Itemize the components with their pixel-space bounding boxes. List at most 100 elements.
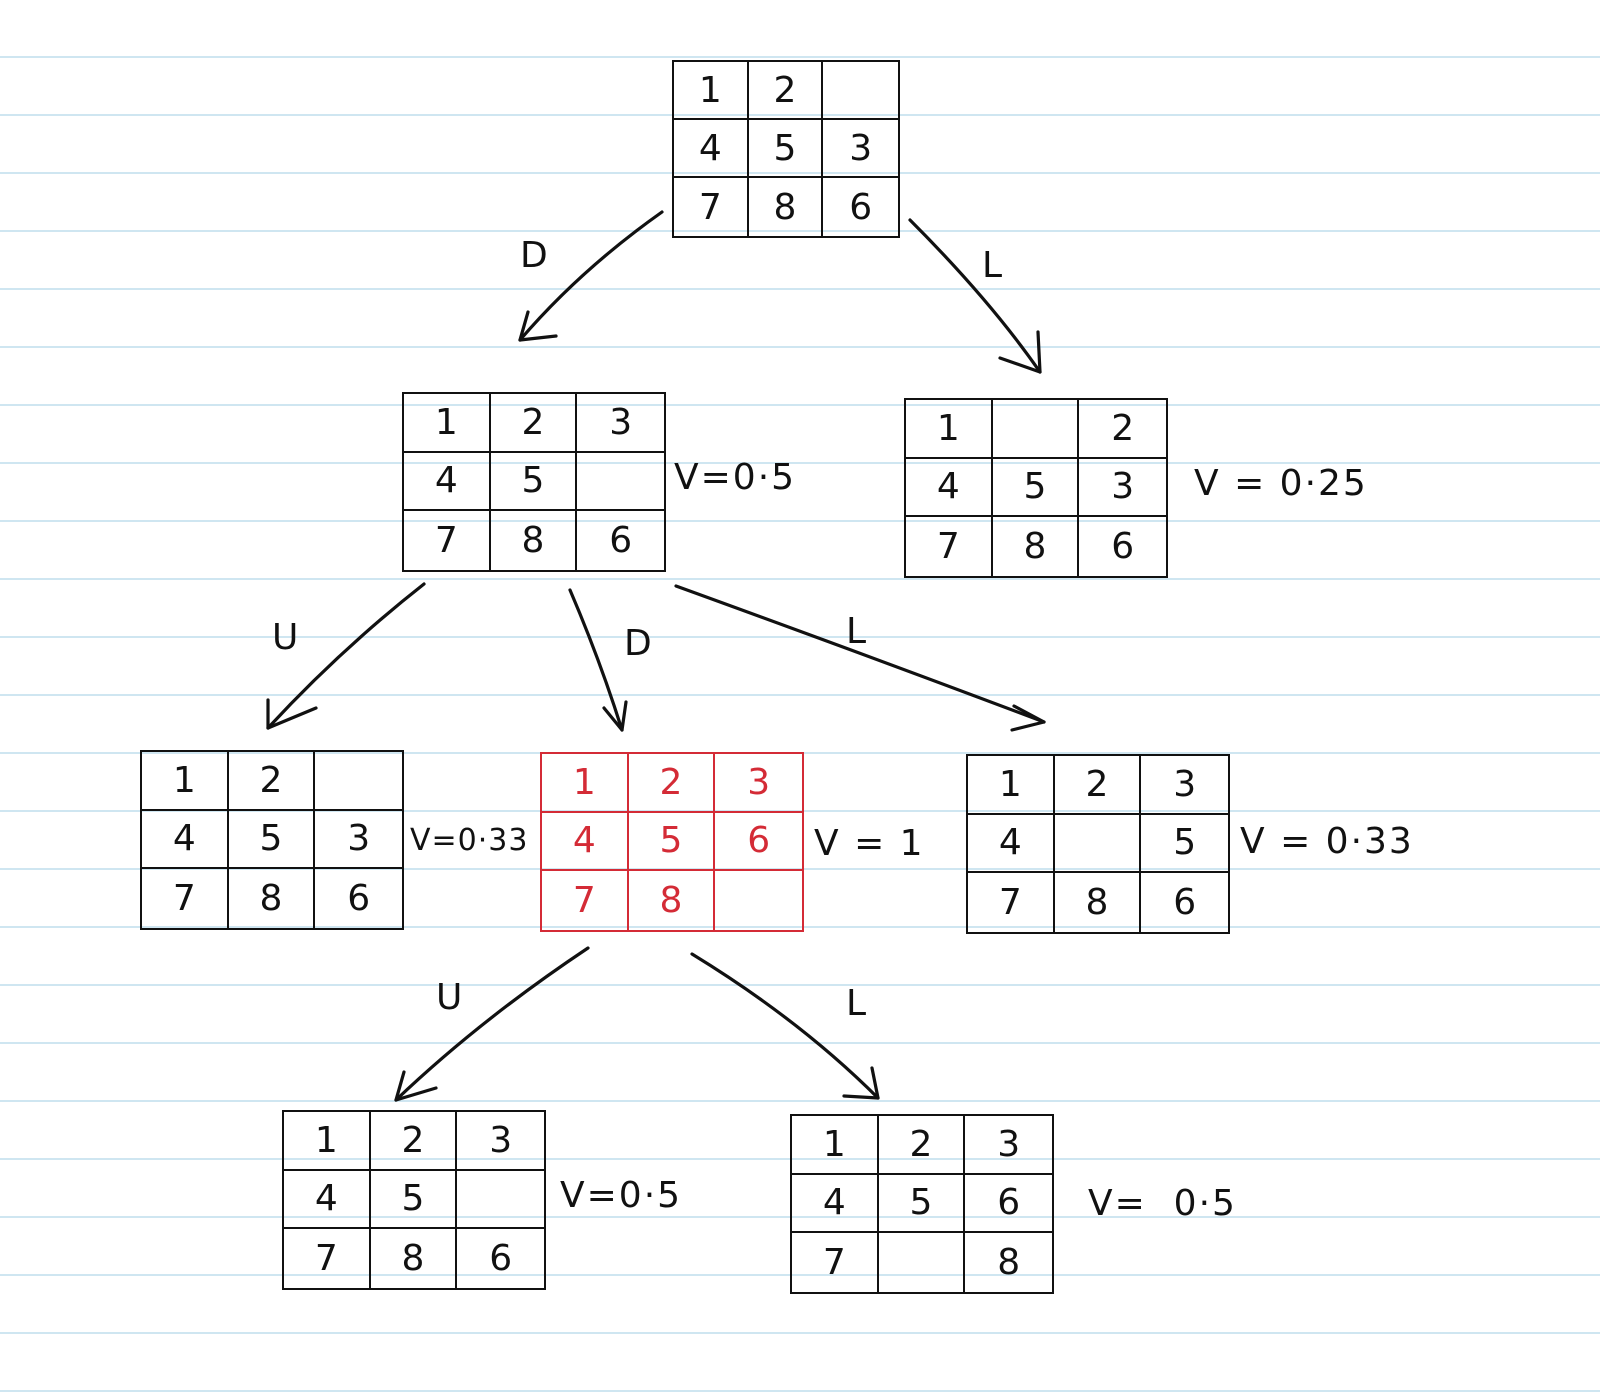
- puzzle-node-ddu: 1 2 3 4 5 7 8 6: [282, 1110, 546, 1290]
- tile: 6: [1173, 882, 1197, 924]
- tile: 1: [674, 62, 749, 120]
- tile: 5: [228, 810, 316, 870]
- edge-label-d-l: L: [846, 611, 867, 652]
- tile: 1: [906, 400, 993, 459]
- tile: 8: [997, 1242, 1021, 1284]
- puzzle-node-du: 1 2 4 5 3 7 8 6: [140, 750, 404, 930]
- arrow-d-to-d: [568, 588, 624, 732]
- tile: 1: [284, 1112, 371, 1171]
- tile: 7: [404, 511, 491, 570]
- tile: 6: [609, 520, 633, 562]
- puzzle-node-d: 1 2 3 4 5 7 8 6: [402, 392, 666, 572]
- arrowhead-dd-to-l: [842, 1066, 880, 1100]
- tile: [823, 62, 898, 120]
- puzzle-node-ddl: 1 2 3 4 5 6 7 8: [790, 1114, 1054, 1294]
- edge-label-root-d: D: [520, 235, 548, 276]
- tile: 2: [1054, 756, 1142, 815]
- tile: [992, 400, 1080, 459]
- arrow-dd-to-l: [690, 952, 880, 1100]
- tile: 1: [792, 1116, 879, 1175]
- tile: 6: [965, 1175, 1052, 1234]
- tile: 6: [347, 878, 371, 920]
- tile: 4: [674, 120, 749, 178]
- arrowhead-d-to-d: [602, 700, 628, 732]
- tile: 8: [229, 869, 316, 928]
- tile: 1: [142, 752, 229, 811]
- tile: [577, 453, 664, 512]
- edge-label-root-l: L: [982, 245, 1003, 286]
- tile: 3: [457, 1112, 544, 1171]
- arrowhead-d-to-u: [266, 698, 318, 730]
- tile: [879, 1233, 966, 1292]
- tile: 4: [404, 452, 491, 512]
- tile: 3: [823, 120, 898, 178]
- tile: 2: [878, 1116, 966, 1175]
- tile: 2: [370, 1112, 458, 1171]
- tile: 5: [1141, 815, 1228, 874]
- tile: 8: [1055, 873, 1142, 932]
- tile: 3: [965, 1116, 1052, 1175]
- tile: 7: [674, 178, 749, 236]
- tile: 2: [628, 754, 716, 813]
- arrow-root-to-l: [908, 218, 1042, 374]
- tile: 8: [749, 178, 824, 236]
- tile: 4: [542, 812, 629, 872]
- edge-label-d-u: U: [272, 617, 299, 658]
- tile: 7: [542, 871, 629, 930]
- edge-label-d-d: D: [624, 623, 652, 664]
- tile: 4: [142, 810, 229, 870]
- tile: 8: [371, 1229, 458, 1288]
- tile: [1054, 814, 1142, 874]
- puzzle-node-root: 1 2 4 5 3 7 8 6: [672, 60, 900, 238]
- node-ddu-value: V=0·5: [560, 1175, 683, 1216]
- tile: 2: [1079, 400, 1166, 459]
- puzzle-node-l: 1 2 4 5 3 7 8 6: [904, 398, 1168, 578]
- arrow-root-to-d: [518, 210, 664, 342]
- edge-label-dd-u: U: [436, 977, 463, 1018]
- tile: 5: [370, 1170, 458, 1230]
- tile: 5: [992, 458, 1080, 518]
- tile: 5: [878, 1174, 966, 1234]
- node-d-value: V=0·5: [674, 457, 797, 498]
- tile: 4: [284, 1170, 371, 1230]
- tile: 7: [906, 517, 993, 576]
- tile: 5: [628, 812, 716, 872]
- tile: 1: [968, 756, 1055, 815]
- tile: 7: [968, 873, 1055, 932]
- tile: 8: [993, 517, 1080, 576]
- tile: 3: [715, 754, 802, 813]
- tile: 7: [284, 1229, 371, 1288]
- tile: 2: [490, 394, 578, 453]
- tile: [457, 1171, 544, 1230]
- arrowhead-d-to-l: [1010, 704, 1046, 732]
- tile: 8: [629, 871, 716, 930]
- tile: 3: [1079, 459, 1166, 518]
- puzzle-node-dd-goal: 1 2 3 4 5 6 7 8: [540, 752, 804, 932]
- tile: 8: [491, 511, 578, 570]
- tile: 6: [849, 186, 873, 228]
- node-dd-value: V = 1: [814, 823, 925, 864]
- node-ddl-value: V= 0·5: [1088, 1183, 1237, 1224]
- tile: 2: [748, 62, 824, 120]
- node-du-value: V=0·33: [410, 823, 529, 858]
- tile: 4: [792, 1174, 879, 1234]
- tile: [315, 752, 402, 811]
- node-l-value: V = 0·25: [1194, 463, 1368, 504]
- tile: 7: [142, 869, 229, 928]
- puzzle-node-dl: 1 2 3 4 5 7 8 6: [966, 754, 1230, 934]
- arrow-d-to-l: [674, 584, 1046, 724]
- tile: 6: [715, 813, 802, 872]
- tile: 2: [228, 752, 316, 811]
- tile: 3: [1141, 756, 1228, 815]
- tile: 4: [968, 814, 1055, 874]
- tile: 4: [906, 458, 993, 518]
- tile: 3: [577, 394, 664, 453]
- arrowhead-root-to-d: [518, 310, 558, 342]
- arrowhead-root-to-l: [998, 330, 1042, 374]
- arrow-dd-to-u: [394, 946, 590, 1102]
- node-dl-value: V = 0·33: [1240, 821, 1414, 862]
- tile: 7: [792, 1233, 879, 1292]
- tile: 3: [315, 811, 402, 870]
- arrow-d-to-u: [266, 582, 426, 730]
